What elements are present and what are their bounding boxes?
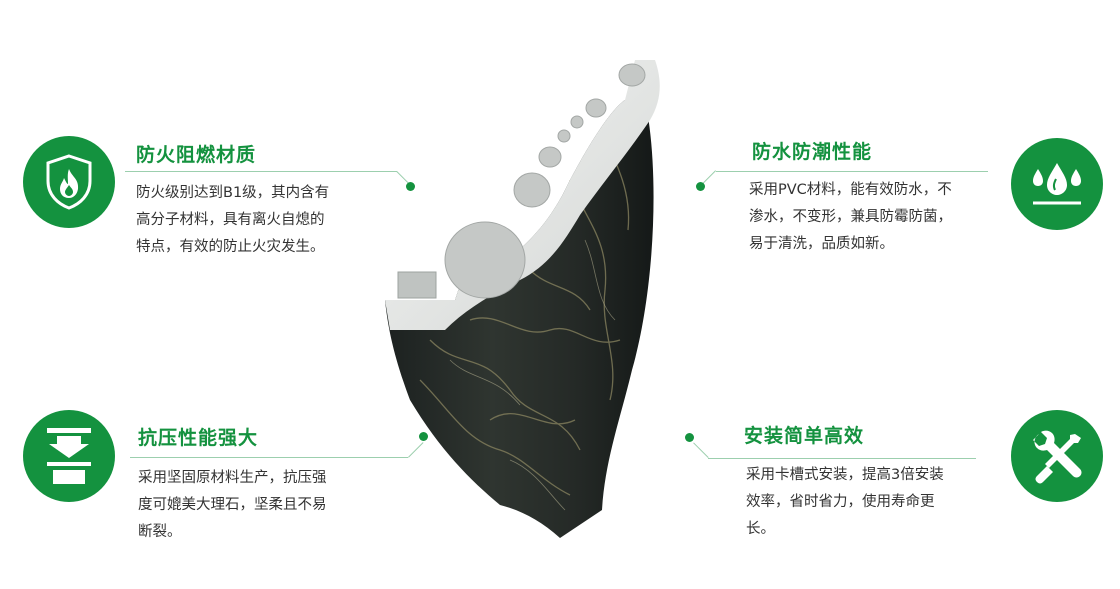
connector-line-fire — [125, 171, 397, 172]
connector-line-water — [716, 171, 988, 172]
feature-title-fire: 防火阻燃材质 — [136, 144, 257, 166]
feature-desc-fire: 防火级别达到B1级，其内含有 高分子材料，具有离火自熄的 特点，有效的防止火灾发… — [136, 185, 330, 255]
compression-icon — [47, 428, 91, 484]
connector-dot-water — [696, 182, 705, 191]
feature-title-pressure: 抗压性能强大 — [138, 427, 259, 449]
connector-dot-fire — [406, 182, 415, 191]
connector-line-pressure — [130, 457, 408, 458]
feature-desc-water: 采用PVC材料，能有效防水，不 渗水，不变形，兼具防霉防菌， 易于清洗，品质如新… — [749, 182, 952, 252]
connector-dot-pressure — [419, 432, 428, 441]
fire-shield-icon — [46, 154, 92, 210]
connector-line-install — [708, 458, 976, 459]
connector-line-install-diag — [693, 442, 709, 458]
feature-title-install: 安装简单高效 — [744, 425, 865, 447]
connector-dot-install — [685, 433, 694, 442]
wrench-screwdriver-icon — [1033, 430, 1082, 484]
water-drops-icon — [1033, 163, 1081, 205]
install-feature-icon-badge — [1011, 410, 1103, 502]
product-image — [385, 60, 660, 538]
feature-desc-pressure: 采用坚固原材料生产，抗压强 度可媲美大理石，坚柔且不易 断裂。 — [138, 470, 327, 540]
compression-feature-icon-badge — [23, 410, 115, 502]
feature-title-water: 防水防潮性能 — [752, 141, 873, 163]
fire-feature-icon-badge — [23, 136, 115, 228]
feature-desc-install: 采用卡槽式安装，提高3倍安装 效率，省时省力，使用寿命更 长。 — [746, 467, 944, 537]
water-feature-icon-badge — [1011, 138, 1103, 230]
